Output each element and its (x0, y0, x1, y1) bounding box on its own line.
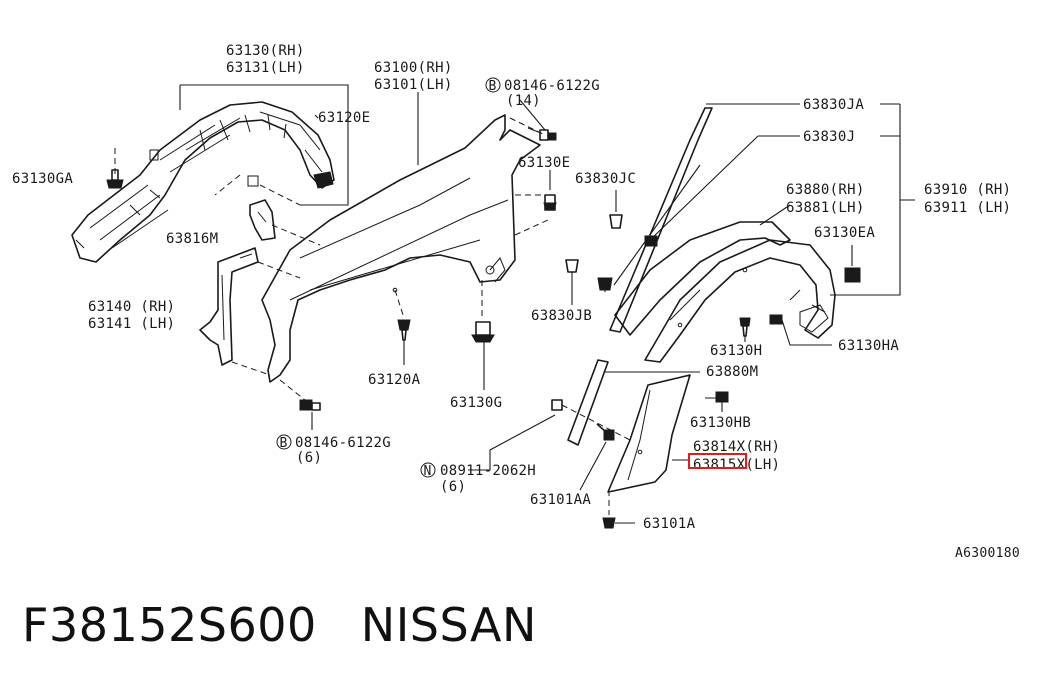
leader-63830jb (571, 272, 606, 305)
clip-63130g (471, 321, 495, 343)
callout-63880: 63880(RH) (786, 182, 865, 198)
callout-63816m: 63816M (166, 231, 218, 247)
callout-63815x: 63815X(LH) (693, 457, 780, 473)
leader-63130 (179, 84, 349, 206)
brand-name: NISSAN (360, 598, 537, 652)
highlight-box-63815x (688, 453, 747, 469)
screw-63120a (397, 319, 411, 341)
callout-63141: 63141 (LH) (88, 316, 175, 332)
clip-63101aa (596, 423, 615, 441)
callout-63101a: 63101A (643, 516, 696, 532)
screw-63101a (602, 517, 616, 529)
leader-63120e-dash (214, 174, 301, 206)
callout-63100: 63100(RH) (374, 60, 453, 76)
dash-63816m (271, 224, 321, 246)
callout-08911-qty: (6) (440, 479, 466, 495)
callout-63130ea: 63130EA (814, 225, 875, 241)
circled-b-symbol: B (280, 436, 288, 451)
dash-fender-bottom (279, 280, 483, 401)
clip-63130e (543, 194, 557, 211)
dash-63100 (509, 117, 549, 236)
callout-63830jb: 63830JB (531, 308, 592, 324)
callout-08146-bottom-text: 08146-6122G (295, 435, 391, 451)
overfender-drawing (614, 221, 836, 363)
nut-08911 (551, 399, 563, 411)
callout-63830jc: 63830JC (575, 171, 636, 187)
callout-63130ha: 63130HA (838, 338, 899, 354)
callout-63120a: 63120A (368, 372, 421, 388)
bracket-63816m (249, 199, 276, 241)
mudguard-strip-63880m (567, 359, 609, 446)
callout-63130: 63130(RH) (226, 43, 305, 59)
clip-63130ga (106, 169, 124, 189)
callout-63130e: 63130E (518, 155, 570, 171)
leader-63101aa (579, 441, 607, 491)
clip-63830j (644, 235, 658, 247)
callout-08146-bottom: B 08146-6122G (6) (276, 434, 391, 466)
leader-08146-top (519, 99, 546, 131)
front-fender-drawing (261, 114, 541, 383)
screw-63130h (739, 317, 751, 337)
leader-63130ha (781, 319, 832, 346)
bracket-63140 (199, 247, 259, 366)
callout-63830j: 63830J (803, 129, 855, 145)
callout-08146-top-text: 08146-6122G (504, 78, 600, 94)
circled-b-symbol: B (489, 79, 497, 94)
leader-63910-bracket (830, 103, 915, 296)
callout-63130g: 63130G (450, 395, 502, 411)
bolt-08146-top (527, 127, 557, 141)
leader-63880 (759, 204, 791, 226)
mudflap-63814x (607, 374, 691, 493)
moulding-strip (609, 107, 713, 333)
bolt-08146-bottom (299, 399, 321, 411)
callout-63910: 63910 (RH) (924, 182, 1011, 198)
callout-08911-text: 08911-2062H (440, 463, 536, 479)
callout-08146-top-qty: (14) (506, 93, 541, 109)
callout-63101: 63101(LH) (374, 77, 453, 93)
part-number: F38152S600 (22, 598, 317, 652)
dash-08911 (561, 404, 631, 441)
callout-63911: 63911 (LH) (924, 200, 1011, 216)
clip-63130ea (844, 267, 861, 283)
callout-63130hb: 63130HB (690, 415, 751, 431)
callout-63881: 63881(LH) (786, 200, 865, 216)
callout-63131: 63131(LH) (226, 60, 305, 76)
callout-63120e: 63120E (318, 110, 370, 126)
callout-63101aa: 63101AA (530, 492, 591, 508)
inner-liner-drawing (71, 101, 335, 263)
callout-08911: N 08911-2062H (6) (420, 462, 536, 495)
clip-63830jc (609, 214, 623, 229)
circled-n-symbol: N (424, 464, 432, 479)
callout-08146-top: B 08146-6122G (14) (485, 77, 600, 109)
screw-63130hb (705, 391, 729, 403)
callout-63130ga: 63130GA (12, 171, 73, 187)
callout-63130h: 63130H (710, 343, 762, 359)
callout-63140: 63140 (RH) (88, 299, 175, 315)
leader-63830jb-diag (613, 164, 701, 286)
leader-63120e (314, 114, 319, 119)
callout-63814x: 63814X(RH) (693, 439, 780, 455)
leader-08911 (468, 414, 556, 471)
callout-08146-bottom-qty: (6) (296, 450, 322, 466)
clip-63830jb (565, 259, 613, 291)
footer-caption: F38152S600 NISSAN (22, 598, 537, 652)
diagram-reference-code: A6300180 (955, 546, 1020, 561)
callout-63830ja: 63830JA (803, 97, 864, 113)
leader-63830j (649, 135, 800, 241)
screw-63130ha (769, 314, 783, 325)
callout-63880m: 63880M (706, 364, 758, 380)
